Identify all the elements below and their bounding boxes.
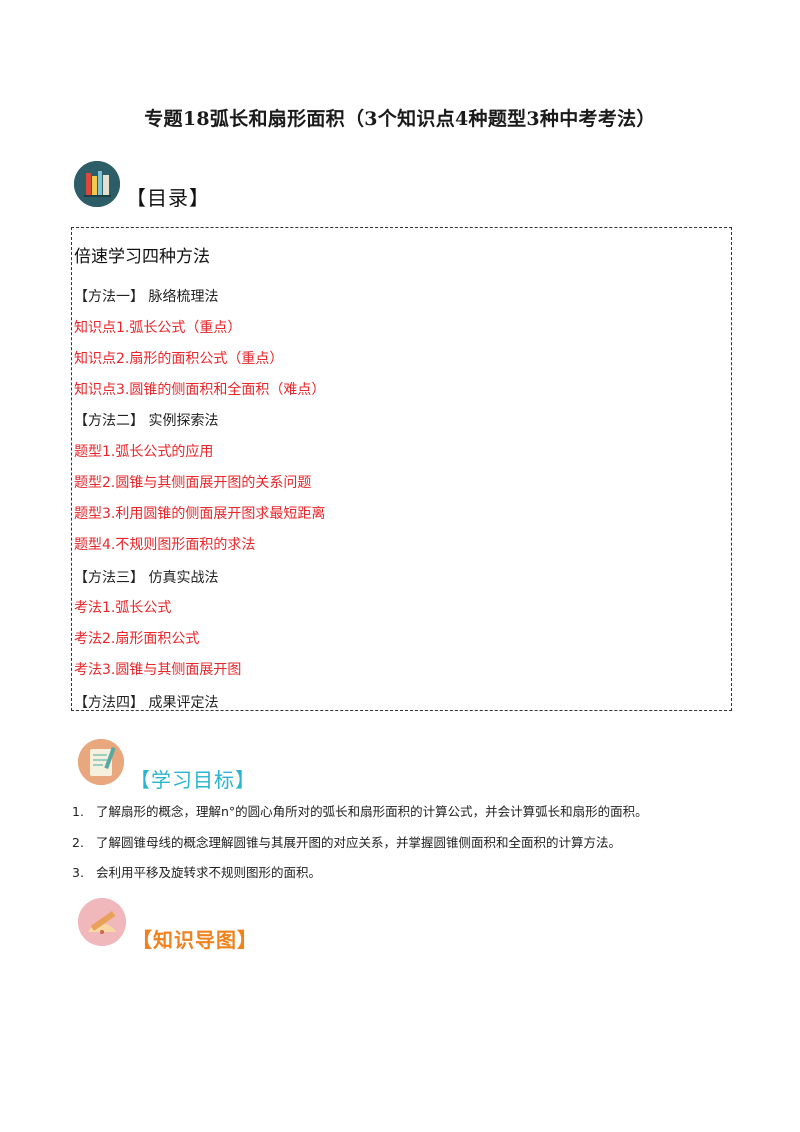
goals-heading: 【学习目标】 [78, 730, 256, 793]
goal-text: 会利用平移及旋转求不规则图形的面积。 [96, 865, 322, 880]
ruler-protractor-icon [78, 897, 126, 946]
toc-item-line[interactable]: 知识点1.弧长公式（重点） [74, 320, 242, 336]
toc-method-line[interactable]: 【方法一】 脉络梳理法 [74, 289, 219, 305]
toc-item-line[interactable]: 题型2.圆锥与其侧面展开图的关系问题 [74, 475, 312, 491]
toc-heading: 【目录】 [74, 156, 210, 211]
goal-text: 了解圆锥母线的概念理解圆锥与其展开图的对应关系，并掌握圆锥侧面积和全面积的计算方… [96, 835, 622, 850]
toc-item-line[interactable]: 题型1.弧长公式的应用 [74, 444, 214, 460]
goal-number: 2. [72, 835, 84, 850]
goals-heading-label: 【学习目标】 [130, 768, 256, 792]
knowledge-map-heading: 【知识导图】 [78, 890, 258, 953]
toc-item-line[interactable]: 考法2.扇形面积公式 [74, 631, 200, 647]
books-icon [74, 160, 120, 207]
goal-number: 3. [72, 865, 84, 880]
goal-item: 3. 会利用平移及旋转求不规则图形的面积。 [72, 862, 321, 881]
toc-method-line[interactable]: 【方法二】 实例探索法 [74, 413, 219, 429]
page-title: 专题18弧长和扇形面积（3个知识点4种题型3种中考考法） [144, 108, 656, 130]
goal-item: 1. 了解扇形的概念，理解n°的圆心角所对的弧长和扇形面积的计算公式，并会计算弧长… [72, 801, 648, 820]
knowledge-map-heading-label: 【知识导图】 [132, 928, 258, 952]
toc-heading-label: 【目录】 [126, 186, 210, 210]
goal-number: 1. [72, 804, 84, 819]
toc-item-line[interactable]: 考法1.弧长公式 [74, 600, 172, 616]
toc-item-line[interactable]: 知识点2.扇形的面积公式（重点） [74, 351, 284, 367]
goal-item: 2. 了解圆锥母线的概念理解圆锥与其展开图的对应关系，并掌握圆锥侧面积和全面积的计… [72, 832, 621, 851]
toc-method-line[interactable]: 【方法四】 成果评定法 [74, 695, 219, 711]
toc-box: 倍速学习四种方法 【方法一】 脉络梳理法知识点1.弧长公式（重点） 知识点2.扇形… [71, 227, 732, 711]
notebook-icon [78, 738, 124, 785]
toc-box-title: 倍速学习四种方法 [74, 247, 210, 267]
toc-item-line[interactable]: 知识点3.圆锥的侧面积和全面积（难点） [74, 382, 326, 398]
toc-item-line[interactable]: 题型3.利用圆锥的侧面展开图求最短距离 [74, 506, 326, 522]
toc-item-line[interactable]: 题型4.不规则图形面积的求法 [74, 537, 256, 553]
goal-text: 了解扇形的概念，理解n°的圆心角所对的弧长和扇形面积的计算公式，并会计算弧长和扇… [96, 804, 648, 819]
toc-method-line[interactable]: 【方法三】 仿真实战法 [74, 570, 219, 586]
toc-item-line[interactable]: 考法3.圆锥与其侧面展开图 [74, 662, 242, 678]
